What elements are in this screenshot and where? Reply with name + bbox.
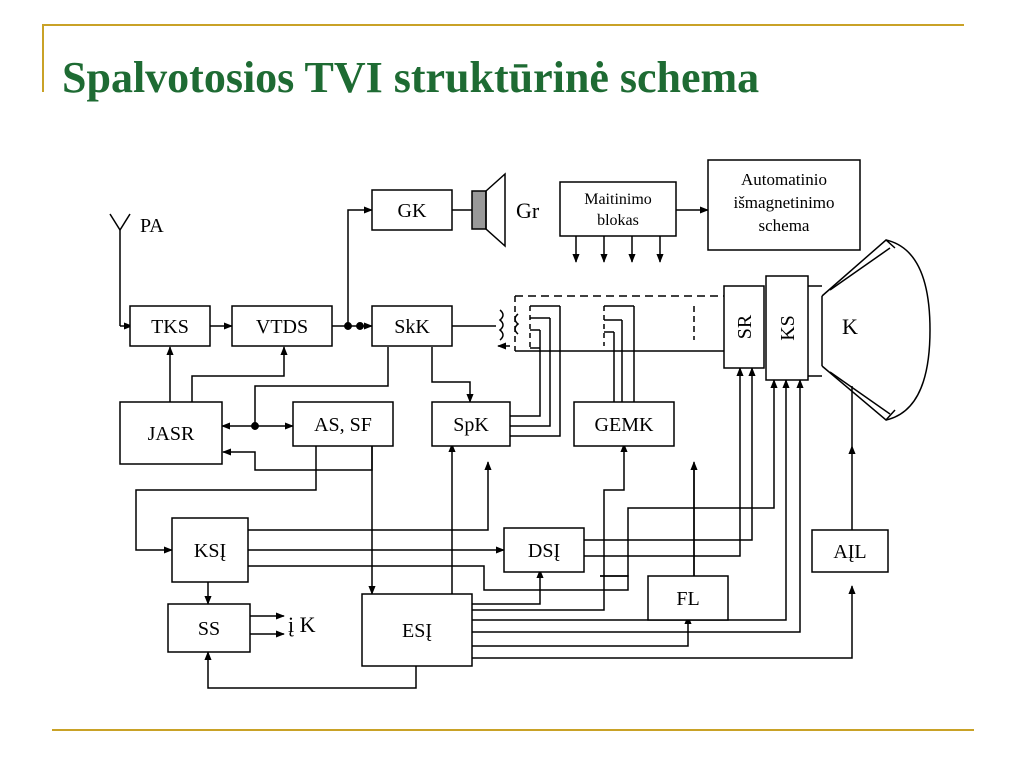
block-tks <box>129 305 211 347</box>
link-dsi-sr <box>584 367 756 541</box>
label-sr: SR <box>734 314 756 339</box>
label-ss: SS <box>198 618 220 640</box>
label-esi: ESĮ <box>402 620 432 642</box>
crt-screen-icon <box>808 239 931 422</box>
label-ks: KS <box>777 315 799 341</box>
label-jasr: JASR <box>148 423 195 445</box>
label-demag-line3: schema <box>759 216 810 235</box>
label-fl: FL <box>676 588 699 610</box>
link-esi-ss <box>204 651 417 689</box>
label-dsi: DSĮ <box>528 540 560 562</box>
block-jasr <box>119 401 223 465</box>
label-power-line2: blokas <box>597 212 639 229</box>
antenna-icon <box>109 213 133 330</box>
link-esi-ail <box>472 585 856 659</box>
slide-title: Spalvotosios TVI struktūrinė schema <box>62 53 760 102</box>
label-ail: AĮL <box>833 541 866 563</box>
block-vtds <box>231 305 333 347</box>
block-as-sf <box>292 401 394 447</box>
label-gemk: GEMK <box>595 414 654 436</box>
link-as-ksi <box>135 446 317 554</box>
label-vtds: VTDS <box>256 316 308 338</box>
block-gemk <box>573 401 675 447</box>
label-ksi: KSĮ <box>194 540 226 562</box>
block-power <box>559 181 677 237</box>
label-demag-line2: išmagnetinimo <box>733 193 834 212</box>
bottom-rule <box>52 729 974 731</box>
block-spk <box>431 401 511 447</box>
block-fl <box>647 575 729 621</box>
block-ss <box>167 603 251 653</box>
link-esi-fl <box>472 615 692 647</box>
link-ksi-spk <box>248 461 492 531</box>
link-jasr-vtds <box>191 346 288 402</box>
block-ail <box>811 529 889 573</box>
label-gk: GK <box>398 200 427 222</box>
link-skk-spk <box>431 347 474 403</box>
block-gk <box>371 189 453 231</box>
block-dsi <box>503 527 585 573</box>
block-esi <box>361 593 473 667</box>
label-antenna: PA <box>140 215 164 237</box>
label-loudspeaker: Gr <box>516 198 540 223</box>
link-skk-as <box>254 347 389 426</box>
label-skk: SkK <box>394 316 430 338</box>
deflection-coil-icon <box>498 309 520 341</box>
top-rule <box>42 24 964 26</box>
block-demag <box>707 159 861 251</box>
link-esi-gemk <box>472 443 628 611</box>
label-screen: K <box>842 314 858 339</box>
label-spk: SpK <box>453 414 489 436</box>
link-esi-dsi <box>472 569 544 605</box>
junction-dot <box>356 322 364 330</box>
label-output: į K <box>288 612 316 637</box>
block-sr <box>723 285 765 369</box>
block-ksi <box>171 517 249 583</box>
left-rule <box>42 24 44 92</box>
label-tks: TKS <box>151 316 189 338</box>
block-skk <box>371 305 453 347</box>
label-demag-line1: Automatinio <box>741 170 827 189</box>
loudspeaker-icon <box>471 172 506 248</box>
label-as-sf: AS, SF <box>314 414 372 436</box>
link-esi-ks <box>472 379 804 633</box>
link-as-jasr <box>222 446 373 471</box>
label-power-line1: Maitinimo <box>584 191 652 208</box>
block-ks <box>765 275 809 381</box>
link-vtds-gk <box>347 206 373 326</box>
